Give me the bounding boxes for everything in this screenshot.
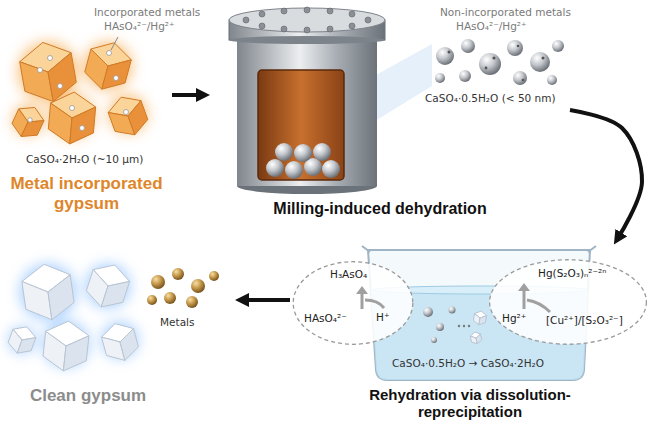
bubble-outline	[293, 262, 413, 345]
reaction-arrow	[365, 300, 384, 308]
chemical-label: HAsO₄²⁻/Hg²⁺	[456, 20, 527, 33]
species-label: H₃AsO₄	[330, 268, 367, 281]
reaction-bubble: H₃AsO₄ HAsO₄²⁻ H⁺	[292, 260, 414, 346]
reaction-arrow	[523, 290, 526, 309]
reaction-arrow	[361, 293, 364, 309]
stage-caption: Clean gypsum	[3, 386, 173, 406]
ball-mill	[229, 7, 432, 194]
process-stage: Milling-induced dehydration	[210, 3, 570, 232]
chemical-label: CaSO₄·0.5H₂O (< 50 nm)	[425, 92, 556, 105]
species-label: Hg²⁺	[502, 312, 526, 325]
gypsum-crystal	[82, 37, 135, 94]
bubble-outline	[490, 260, 647, 344]
flow-arrow	[172, 93, 202, 97]
dissolving-particles	[423, 307, 487, 345]
gypsum-crystal	[47, 90, 97, 146]
nano-particles	[435, 39, 564, 85]
reaction-arrow-head	[518, 283, 530, 291]
gypsum-crystal	[42, 319, 90, 373]
stage-caption: Metal incorporated gypsum	[3, 174, 170, 213]
gypsum-crystal	[473, 310, 487, 326]
metal-particles	[147, 268, 219, 308]
chemical-label: Non-incorporated metals	[440, 6, 571, 19]
gypsum-crystal	[6, 323, 38, 358]
flow-arrow	[243, 298, 290, 302]
chemical-label: HAsO₄²⁻/Hg²⁺	[104, 20, 175, 33]
gypsum-crystal	[83, 259, 133, 313]
reaction-bubble: Hg(S₂O₃)ₙ²⁻²ⁿHg²⁺ [Cu²⁺]/[S₂O₃²⁻]	[488, 258, 648, 346]
chemical-label: Metals	[160, 316, 194, 329]
stage-caption: Rehydration via dissolution-reprecipitat…	[345, 386, 595, 421]
species-label: [Cu²⁺]/[S₂O₃²⁻]	[546, 314, 623, 327]
process-stage: Rehydration via dissolution-reprecipitat…	[290, 245, 648, 425]
flow-arrow	[570, 110, 642, 238]
species-label: HAsO₄²⁻	[304, 312, 347, 325]
gypsum-crystal	[99, 319, 141, 364]
metal-dots	[28, 51, 129, 131]
reaction-arrow-head	[356, 286, 368, 294]
process-stage: Metal incorporated gypsum	[3, 3, 172, 216]
gypsum-crystal	[20, 261, 76, 323]
chemical-label: CaSO₄·0.5H₂O → CaSO₄·2H₂O	[392, 357, 544, 370]
chemical-label: Incorporated metals	[94, 6, 200, 19]
gypsum-crystal	[105, 91, 151, 140]
gypsum-crystal	[470, 331, 483, 345]
reaction-arrow	[527, 300, 550, 312]
stage-caption: Milling-induced dehydration	[255, 200, 505, 218]
gypsum-crystal	[9, 102, 48, 143]
chemical-label: CaSO₄·2H₂O (~10 μm)	[26, 153, 143, 166]
process-stage: Clean gypsum	[3, 250, 235, 420]
species-label: H⁺	[376, 311, 389, 324]
species-label: Hg(S₂O₃)ₙ²⁻²ⁿ	[538, 267, 606, 280]
leader-line	[111, 37, 118, 50]
